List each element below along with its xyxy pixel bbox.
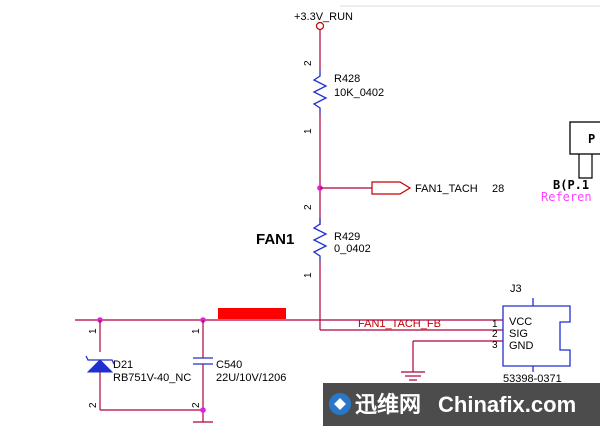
r428-value: 10K_0402 — [334, 87, 384, 99]
resistor-icon — [312, 70, 328, 114]
power-rail-label: +3.3V_RUN — [294, 11, 353, 23]
j3-pin3-name: GND — [509, 340, 534, 352]
c540-pin2: 2 — [191, 402, 202, 408]
connector-body-icon — [502, 305, 571, 367]
d21-value: RB751V-40_NC — [113, 372, 191, 384]
r429-pin2: 2 — [303, 204, 314, 210]
power-terminal-icon — [315, 21, 325, 31]
reference-box-label: P — [588, 132, 595, 146]
watermark-logo-mark — [334, 398, 346, 410]
offpage-connector-fan1-tach[interactable]: FAN1_TACH 28 — [371, 181, 504, 195]
resistor-r429[interactable]: 2 R429 0_0402 1 — [303, 204, 371, 278]
c540-ref: C540 — [216, 359, 242, 371]
offpage-net-name: FAN1_TACH — [415, 183, 478, 195]
r429-value: 0_0402 — [334, 243, 371, 255]
diode-d21[interactable]: 1 2 D21 RB751V-40_NC — [85, 317, 191, 410]
schottky-bar-icon — [85, 355, 115, 365]
r428-ref: R428 — [334, 73, 360, 85]
j3-pin1-num: 1 — [492, 319, 498, 330]
r428-pin1: 1 — [303, 128, 314, 134]
j3-part-number: 53398-0371 — [503, 373, 562, 385]
j3-pin2-name: SIG — [509, 328, 528, 340]
d21-pin1: 1 — [88, 328, 99, 334]
ground-icon — [401, 371, 425, 381]
reference-stem — [578, 154, 593, 179]
j3-pin2-num: 2 — [492, 329, 498, 340]
resistor-r428[interactable]: 2 R428 10K_0402 1 — [303, 60, 384, 134]
d21-ref: D21 — [113, 359, 133, 371]
j3-pin1-name: VCC — [509, 316, 532, 328]
reference-text: B(P.1 — [553, 178, 589, 192]
r429-ref: R429 — [334, 231, 360, 243]
j3-pin3-num: 3 — [492, 340, 498, 351]
watermark-cn: 迅维网 — [355, 392, 421, 417]
offpage-arrow-icon — [371, 181, 412, 195]
offpage-page-number: 28 — [492, 183, 504, 195]
junction-dot — [200, 407, 206, 413]
highlight-bar — [218, 308, 286, 319]
watermark: 迅维网 Chinafix.com — [323, 383, 600, 426]
r428-pin2: 2 — [303, 60, 314, 66]
reference-box — [569, 121, 600, 155]
capacitor-c540[interactable]: 1 2 C540 22U/10V/1206 — [191, 317, 286, 422]
d21-pin2: 2 — [88, 402, 99, 408]
offpage-reference-block: P B(P.1 Referen — [541, 121, 600, 204]
watermark-bg — [323, 383, 600, 426]
watermark-en: Chinafix.com — [438, 392, 576, 417]
r429-pin1: 1 — [303, 272, 314, 278]
connector-j3[interactable]: J3 1 2 3 VCC SIG GND 53398-0371 — [492, 283, 571, 385]
j3-ref: J3 — [510, 283, 522, 295]
c540-pin1: 1 — [191, 328, 202, 334]
diode-triangle-icon — [86, 359, 114, 373]
c540-value: 22U/10V/1206 — [216, 372, 286, 384]
reference-note: Referen — [541, 190, 592, 204]
resistor-icon — [312, 218, 328, 262]
net-label-fan1-tach-fb: FAN1_TACH_FB — [358, 318, 441, 330]
page-title: FAN1 — [256, 231, 294, 248]
power-rail-3v3[interactable]: +3.3V_RUN — [294, 11, 353, 31]
